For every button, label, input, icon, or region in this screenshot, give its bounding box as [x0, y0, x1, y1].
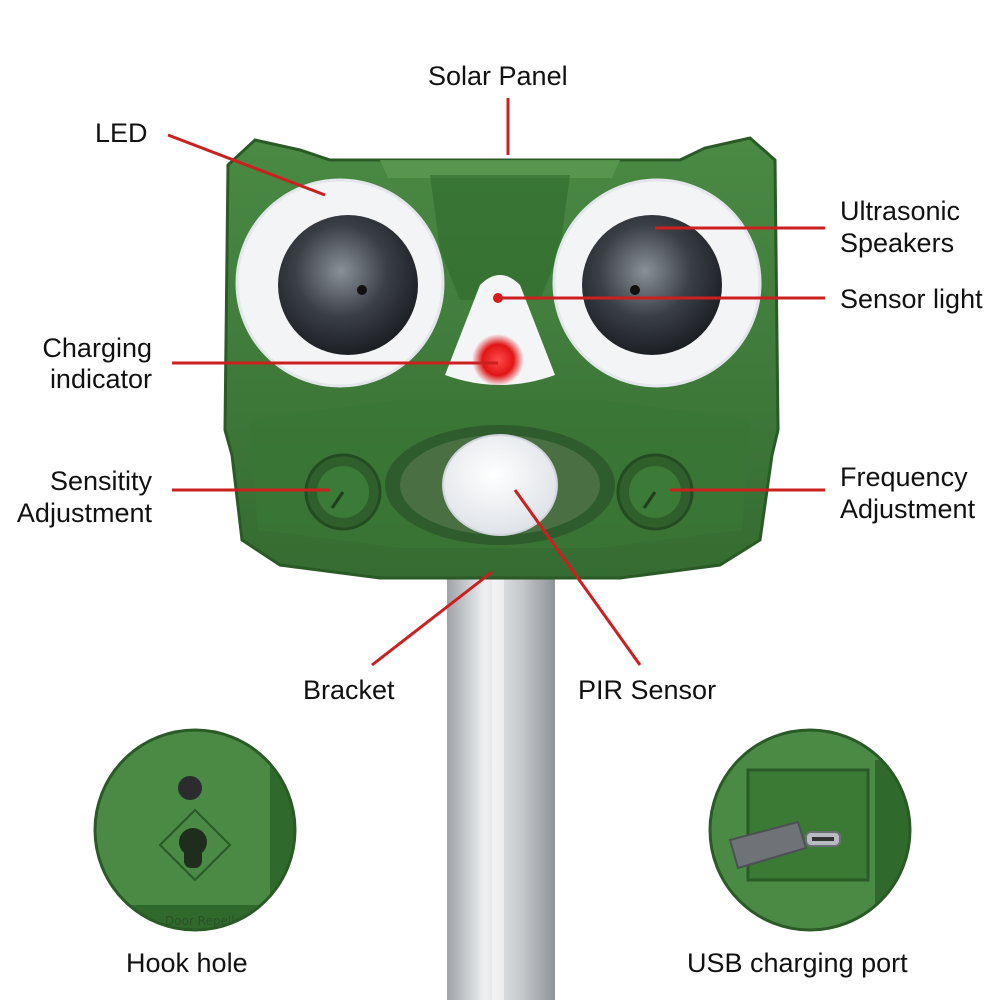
leader-lines	[167, 98, 825, 667]
label-bracket: Bracket	[303, 675, 395, 705]
label-sensor-light: Sensor light	[840, 284, 983, 314]
screw-hole	[178, 776, 202, 800]
right-eye-led-ring	[552, 178, 762, 388]
label-solar-panel: Solar Panel	[428, 61, 568, 91]
label-ultrasonic-2: Speakers	[840, 228, 955, 258]
label-hook-hole: Hook hole	[126, 948, 248, 978]
label-frequency-2: Adjustment	[840, 494, 976, 524]
usb-port-inset	[708, 728, 912, 932]
label-usb-port: USB charging port	[687, 948, 908, 978]
label-charging-2: indicator	[49, 364, 152, 394]
right-speaker	[582, 215, 722, 355]
left-speaker	[278, 215, 418, 355]
sensitivity-knob	[304, 453, 382, 531]
leader-bracket	[371, 570, 493, 667]
rubber-cover-flap	[728, 820, 808, 870]
label-charging-1: Charging	[42, 333, 152, 363]
frequency-knob	[616, 453, 694, 531]
left-eye-led-ring	[235, 178, 445, 388]
keyhole-slot	[184, 842, 202, 868]
label-sensitivity-2: Adjustment	[16, 498, 152, 528]
pir-sensor-dome	[442, 434, 558, 536]
label-sensitivity-1: Sensitity	[49, 466, 152, 496]
label-ultrasonic-1: Ultrasonic	[840, 196, 961, 226]
leader-pir	[513, 489, 642, 666]
label-led: LED	[95, 118, 148, 148]
charging-indicator-led	[472, 334, 524, 386]
leader-led	[167, 133, 326, 197]
label-pir-sensor: PIR Sensor	[578, 675, 717, 705]
hook-hole-inset: Door Repeller	[93, 728, 297, 932]
label-frequency-1: Frequency	[840, 462, 968, 492]
